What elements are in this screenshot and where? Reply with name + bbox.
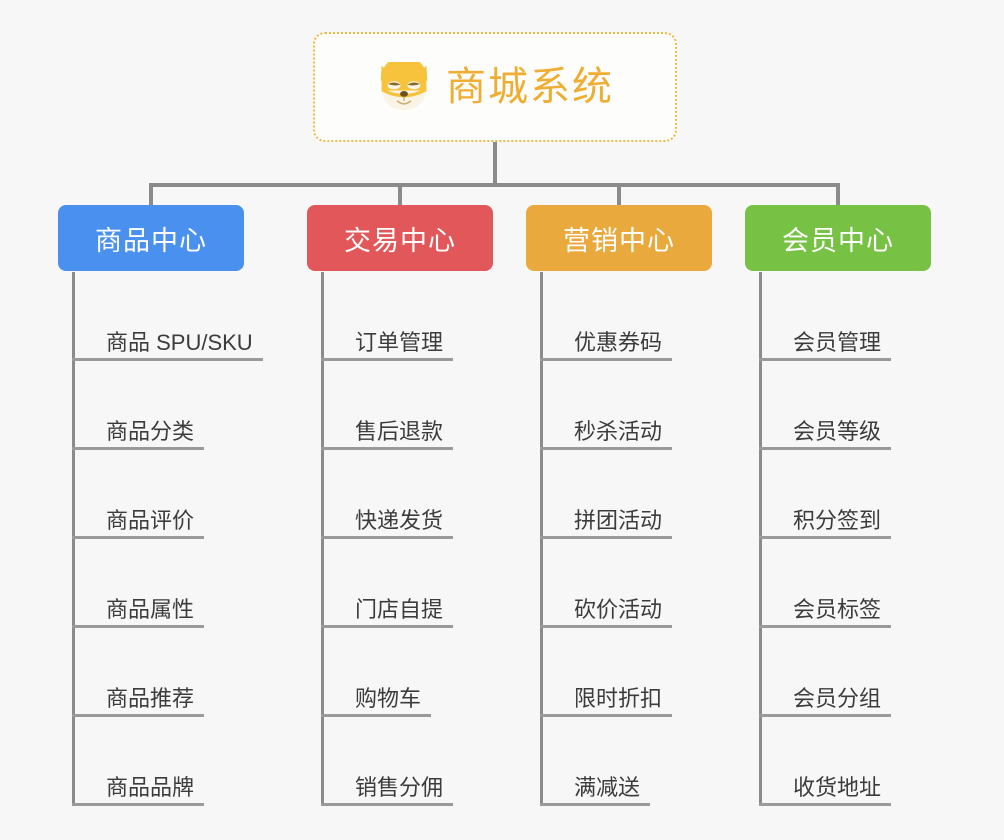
category-title: 营销中心 [563,225,675,256]
leaf-node-underline [72,447,204,450]
leaf-node-label: 会员管理 [793,329,882,355]
leaf-node-label: 砍价活动 [574,596,663,622]
branch-spine [321,272,324,806]
leaf-node-underline [759,625,891,628]
connector-drop-3 [617,183,621,205]
connector-stem [493,142,497,186]
leaf-node[interactable]: 积分签到 [759,450,891,539]
leaf-node[interactable]: 秒杀活动 [540,361,672,450]
leaf-node[interactable]: 销售分佣 [321,717,453,806]
category-title: 商品中心 [95,225,207,256]
connector-drop-1 [149,183,153,205]
leaf-node-label: 门店自提 [355,596,444,622]
leaf-node-underline [759,714,891,717]
leaf-node-label: 优惠券码 [574,329,663,355]
root-node-mall-system[interactable]: 商城系统 [313,32,677,142]
leaf-node-underline [321,447,453,450]
leaf-node-underline [72,803,204,806]
leaf-node[interactable]: 商品推荐 [72,628,263,717]
root-node-title: 商城系统 [446,65,614,109]
leaf-node-underline [759,447,891,450]
leaf-node-label: 商品 SPU/SKU [106,329,253,355]
shiba-dog-icon [380,62,428,111]
leaf-node[interactable]: 商品属性 [72,539,263,628]
leaf-node-underline [540,536,672,539]
connector-drop-2 [398,183,402,205]
leaf-node[interactable]: 会员分组 [759,628,891,717]
category-box-trade-center[interactable]: 交易中心 [307,205,493,271]
branch-trade-center: 订单管理售后退款快递发货门店自提购物车销售分佣 [321,272,453,806]
leaf-node[interactable]: 购物车 [321,628,453,717]
leaf-node-label: 商品品牌 [106,774,195,800]
leaf-node-label: 拼团活动 [574,507,663,533]
category-box-marketing-center[interactable]: 营销中心 [526,205,712,271]
branch-spine [72,272,75,806]
leaf-node[interactable]: 满减送 [540,717,672,806]
leaf-node-label: 满减送 [574,774,641,800]
leaf-node-label: 订单管理 [355,329,444,355]
leaf-node[interactable]: 会员标签 [759,539,891,628]
leaf-node[interactable]: 收货地址 [759,717,891,806]
leaf-node-underline [540,358,672,361]
category-box-member-center[interactable]: 会员中心 [745,205,931,271]
leaf-node-label: 秒杀活动 [574,418,663,444]
leaf-node-label: 销售分佣 [355,774,444,800]
branch-spine [759,272,762,806]
leaf-node-label: 积分签到 [793,507,882,533]
branch-product-center: 商品 SPU/SKU 商品分类商品评价商品属性商品推荐商品品牌 [72,272,263,806]
leaf-node-underline [72,358,263,361]
leaf-node[interactable]: 商品分类 [72,361,263,450]
leaf-node-underline [759,803,891,806]
leaf-node-label: 限时折扣 [574,685,663,711]
leaf-node-underline [759,536,891,539]
leaf-node-underline [759,358,891,361]
branch-member-center: 会员管理会员等级积分签到会员标签会员分组收货地址 [759,272,891,806]
leaf-node-label: 收货地址 [793,774,882,800]
leaf-node[interactable]: 优惠券码 [540,272,672,361]
leaf-node-label: 快递发货 [355,507,444,533]
leaf-node-label: 商品评价 [106,507,195,533]
leaf-node-underline [540,714,672,717]
leaf-node[interactable]: 商品品牌 [72,717,263,806]
category-title: 交易中心 [344,225,456,256]
leaf-node-label: 会员等级 [793,418,882,444]
leaf-node[interactable]: 快递发货 [321,450,453,539]
leaf-node-underline [321,803,453,806]
leaf-node-label: 商品分类 [106,418,195,444]
category-box-product-center[interactable]: 商品中心 [58,205,244,271]
leaf-node[interactable]: 砍价活动 [540,539,672,628]
leaf-node-label: 售后退款 [355,418,444,444]
leaf-node[interactable]: 商品 SPU/SKU [72,272,263,361]
leaf-node[interactable]: 售后退款 [321,361,453,450]
leaf-node-underline [72,536,204,539]
leaf-node-underline [72,625,204,628]
leaf-node-underline [540,625,672,628]
leaf-node[interactable]: 门店自提 [321,539,453,628]
leaf-node-label: 商品属性 [106,596,195,622]
leaf-node-underline [72,714,204,717]
leaf-node-underline [321,625,453,628]
leaf-node-underline [540,803,650,806]
leaf-node[interactable]: 商品评价 [72,450,263,539]
connector-horizontal-bar [150,183,840,187]
leaf-node-label: 购物车 [355,685,422,711]
leaf-node[interactable]: 会员管理 [759,272,891,361]
leaf-node-label: 会员分组 [793,685,882,711]
leaf-node[interactable]: 会员等级 [759,361,891,450]
leaf-node[interactable]: 限时折扣 [540,628,672,717]
connector-drop-4 [836,183,840,205]
leaf-node-underline [540,447,672,450]
category-title: 会员中心 [782,225,894,256]
leaf-node-underline [321,714,431,717]
leaf-node[interactable]: 拼团活动 [540,450,672,539]
leaf-node-label: 商品推荐 [106,685,195,711]
leaf-node-label: 会员标签 [793,596,882,622]
branch-spine [540,272,543,806]
leaf-node[interactable]: 订单管理 [321,272,453,361]
leaf-node-underline [321,536,453,539]
leaf-node-underline [321,358,453,361]
branch-marketing-center: 优惠券码秒杀活动拼团活动砍价活动限时折扣满减送 [540,272,672,806]
